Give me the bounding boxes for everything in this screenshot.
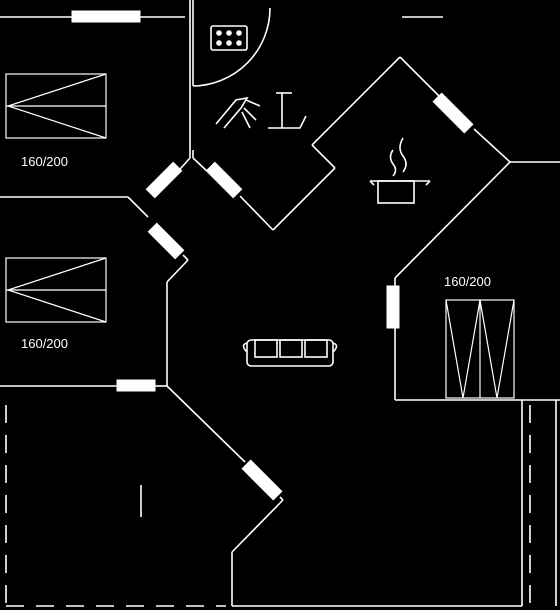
cooking-pot-icon xyxy=(369,137,431,204)
hob-icon xyxy=(210,25,248,51)
bed-right xyxy=(445,299,515,399)
shower-tap-icon xyxy=(215,92,307,129)
bed-bottom xyxy=(5,257,107,323)
door-bedroom-bottom xyxy=(147,222,185,260)
bed-label-right: 160/200 xyxy=(444,274,491,289)
window-top xyxy=(71,10,141,23)
window-kitchen xyxy=(432,92,474,134)
balcony-outline xyxy=(5,405,531,607)
windows xyxy=(71,10,474,501)
door-bathroom xyxy=(205,161,243,199)
bed-label-top: 160/200 xyxy=(21,154,68,169)
window-right-bedroom xyxy=(386,285,400,329)
door-bedroom-top xyxy=(145,161,183,199)
window-living xyxy=(241,459,283,501)
bathroom-door xyxy=(192,7,271,87)
bed-top xyxy=(5,73,107,139)
bed-label-bottom: 160/200 xyxy=(21,336,68,351)
sofa-icon xyxy=(242,339,338,367)
window-bedroom-bottom xyxy=(116,379,156,392)
